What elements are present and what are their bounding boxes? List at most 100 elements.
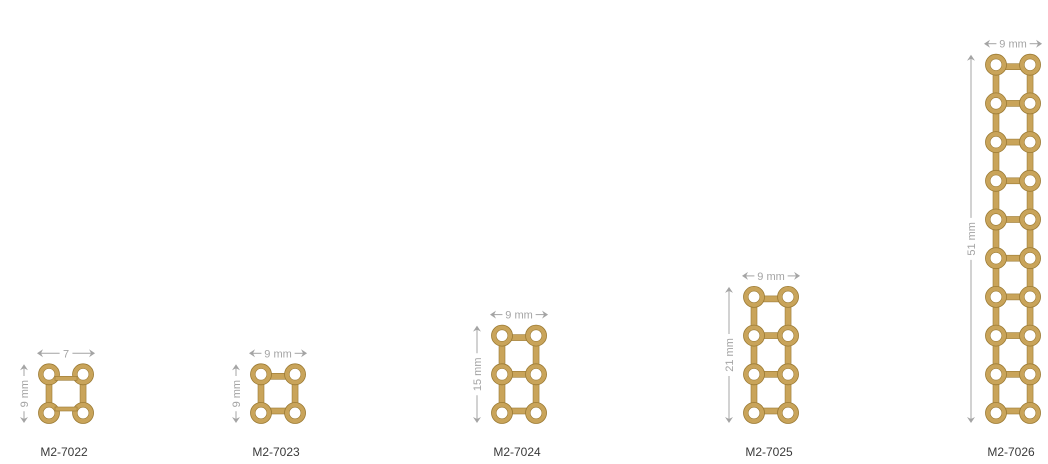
screw-hole: [254, 368, 268, 381]
width-arrow-right-icon: [301, 349, 308, 358]
screw-hole: [989, 58, 1003, 71]
width-label-m2-7022: 7: [63, 348, 69, 360]
width-dimension-m2-7022: [37, 349, 96, 358]
height-arrow-up-icon: [232, 364, 240, 371]
screw-hole: [989, 213, 1003, 226]
width-label-m2-7025: 9 mm: [757, 271, 785, 283]
screw-hole: [989, 368, 1003, 381]
screw-hole: [42, 368, 56, 381]
height-dimension-m2-7023: [232, 364, 240, 423]
plate-rail-left: [750, 296, 758, 414]
plate-group-m2-7026: 9 mm 51 mm M2-7026: [966, 39, 1043, 459]
screw-hole: [1023, 97, 1037, 110]
plate-rail-right: [784, 296, 792, 414]
plate-crossbar: [54, 406, 78, 412]
height-arrow-up-icon: [725, 286, 733, 293]
width-dimension-m2-7023: [249, 349, 308, 358]
plate-m2-7026: [985, 53, 1041, 424]
width-label-m2-7023: 9 mm: [264, 348, 292, 360]
width-arrow-left-icon: [37, 349, 43, 358]
screw-hole: [989, 329, 1003, 342]
screw-hole: [989, 252, 1003, 265]
width-dimension-m2-7025: [742, 271, 801, 280]
screw-hole: [989, 136, 1003, 149]
plate-m2-7023: [250, 363, 306, 424]
height-arrow-up-icon: [967, 54, 975, 61]
height-arrow-down-icon: [20, 417, 28, 423]
screw-hole: [989, 290, 1003, 304]
screw-hole: [42, 406, 56, 420]
screw-hole: [989, 174, 1003, 187]
plate-m2-7024: [491, 324, 547, 424]
screw-hole: [781, 368, 795, 381]
product-code-m2-7026: M2-7026: [987, 445, 1035, 459]
height-label-m2-7022: 9 mm: [19, 380, 31, 408]
plate-rail-left: [992, 64, 1000, 414]
product-code-m2-7022: M2-7022: [40, 445, 88, 459]
screw-hole: [747, 368, 761, 381]
plate-group-m2-7024: 9 mm 15 mm M2-7024: [472, 310, 549, 459]
screw-hole: [989, 97, 1003, 110]
screw-hole: [747, 290, 761, 304]
screw-hole: [1023, 136, 1037, 149]
screw-hole: [1023, 368, 1037, 381]
plate-crossbar: [54, 375, 78, 381]
height-dimension-m2-7026: [967, 54, 975, 423]
width-arrow-left-icon: [249, 349, 255, 358]
height-arrow-down-icon: [232, 417, 240, 423]
height-label-m2-7025: 21 mm: [724, 338, 736, 372]
screw-hole: [1023, 252, 1037, 265]
height-dimension-m2-7022: [20, 364, 28, 423]
screw-hole: [254, 406, 268, 420]
height-arrow-down-icon: [967, 417, 975, 423]
screw-hole: [781, 329, 795, 342]
screw-hole: [781, 406, 795, 420]
width-arrow-right-icon: [542, 310, 549, 319]
screw-hole: [1023, 406, 1037, 420]
screw-hole: [76, 368, 90, 381]
screw-hole: [747, 329, 761, 342]
width-arrow-right-icon: [89, 349, 96, 358]
width-label-m2-7024: 9 mm: [505, 310, 533, 322]
screw-hole: [1023, 213, 1037, 226]
height-label-m2-7026: 51 mm: [966, 222, 978, 256]
screw-hole: [288, 406, 302, 420]
product-code-m2-7025: M2-7025: [745, 445, 793, 459]
screw-hole: [1023, 290, 1037, 304]
screw-hole: [495, 329, 509, 342]
screw-hole: [1023, 58, 1037, 71]
screw-hole: [529, 329, 543, 342]
product-code-m2-7023: M2-7023: [252, 445, 300, 459]
screw-hole: [529, 406, 543, 420]
height-label-m2-7024: 15 mm: [472, 357, 484, 391]
width-dimension-m2-7024: [490, 310, 549, 319]
plate-group-m2-7022: 7 9 mm M2-7022: [19, 348, 96, 459]
width-arrow-left-icon: [490, 310, 496, 319]
screw-hole: [529, 368, 543, 381]
width-label-m2-7026: 9 mm: [999, 39, 1027, 51]
height-arrow-down-icon: [725, 417, 733, 423]
screw-hole: [781, 290, 795, 304]
plate-m2-7022: [38, 363, 94, 424]
height-label-m2-7023: 9 mm: [231, 380, 243, 408]
screw-hole: [495, 368, 509, 381]
height-dimension-m2-7024: [473, 325, 481, 423]
screw-hole: [1023, 174, 1037, 187]
width-arrow-left-icon: [984, 39, 990, 48]
height-arrow-up-icon: [20, 364, 28, 371]
plate-rail-right: [1026, 64, 1034, 414]
width-dimension-m2-7026: [984, 39, 1043, 48]
height-arrow-up-icon: [473, 325, 481, 332]
product-code-m2-7024: M2-7024: [493, 445, 541, 459]
screw-hole: [989, 406, 1003, 420]
width-arrow-right-icon: [1036, 39, 1043, 48]
screw-hole: [76, 406, 90, 420]
height-arrow-down-icon: [473, 417, 481, 423]
plate-group-m2-7023: 9 mm 9 mm M2-7023: [231, 348, 308, 459]
plate-m2-7025: [743, 285, 799, 424]
screw-hole: [1023, 329, 1037, 342]
plate-group-m2-7025: 9 mm 21 mm M2-7025: [724, 271, 801, 459]
screw-hole: [288, 368, 302, 381]
screw-hole: [495, 406, 509, 420]
width-arrow-right-icon: [794, 271, 801, 280]
